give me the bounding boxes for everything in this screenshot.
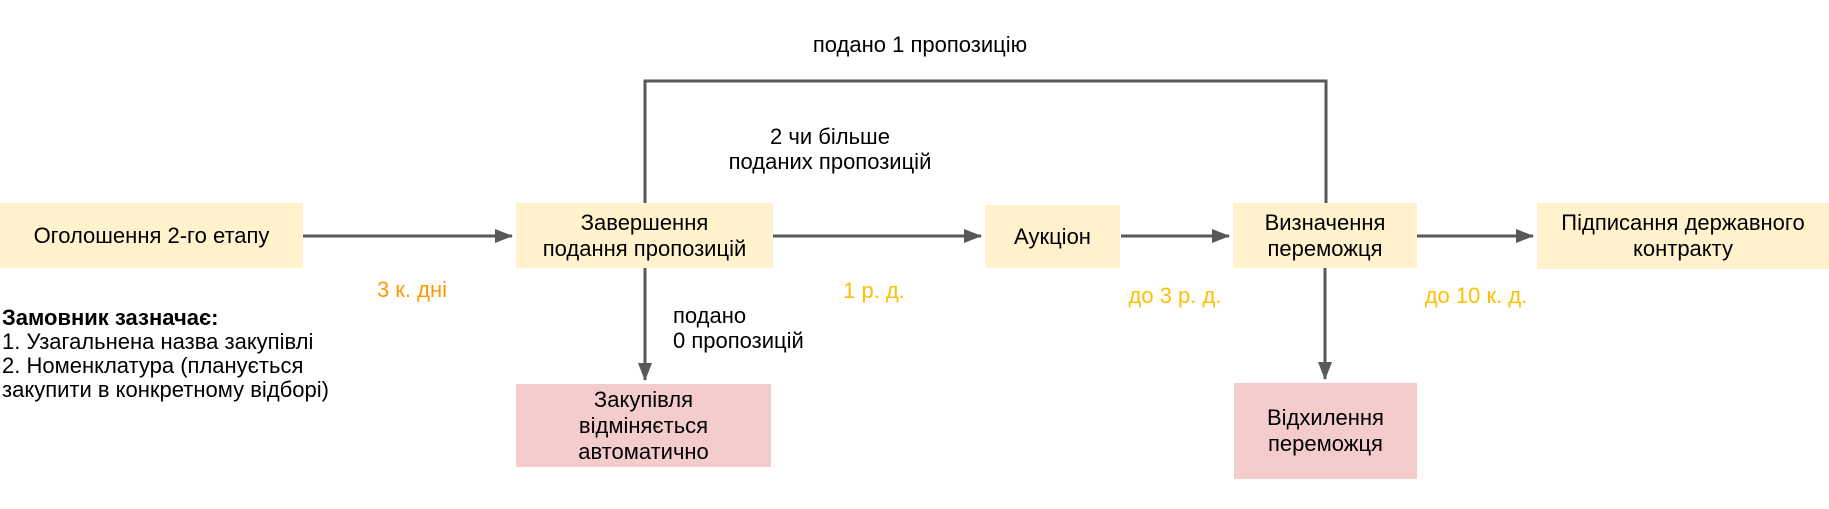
node-stage2-announcement: Оголошення 2-го етапу [0, 203, 303, 268]
node-label: Завершення подання пропозицій [542, 209, 747, 261]
node-submission-deadline: Завершення подання пропозицій [516, 203, 773, 268]
duration-label-up-to-3-working-days: до 3 р. д. [1128, 283, 1222, 308]
duration-label-1-working-day: 1 р. д. [843, 278, 905, 303]
node-auto-cancellation: Закупівля відміняється автоматично [516, 384, 771, 467]
node-winner-rejection: Відхилення переможця [1234, 383, 1417, 479]
node-label: Визначення переможця [1264, 209, 1386, 261]
node-label: Закупівля відміняється автоматично [578, 386, 709, 464]
node-label: Підписання державного контракту [1561, 210, 1805, 261]
edge-label-two-or-more-proposals: 2 чи більше поданих пропозицій [728, 124, 932, 174]
customer-note-line: 2. Номенклатура (планується [2, 353, 304, 378]
customer-note-line: 1. Узагальнена назва закупівлі [2, 329, 314, 354]
node-label: Аукціон [1014, 223, 1091, 249]
connector-one-proposal-bypass [643, 79, 1328, 203]
node-winner-determination: Визначення переможця [1233, 203, 1417, 268]
edge-label-zero-proposals: подано 0 пропозицій [673, 303, 804, 353]
node-contract-signing: Підписання державного контракту [1537, 203, 1829, 269]
duration-label-up-to-10-calendar-days: до 10 к. д. [1424, 283, 1528, 308]
node-auction: Аукціон [985, 205, 1120, 268]
duration-label-3-calendar-days: 3 к. дні [376, 277, 448, 302]
customer-note-line: закупити в конкретному відборі) [2, 377, 329, 402]
node-label: Відхилення переможця [1267, 405, 1384, 456]
edge-label-one-proposal: подано 1 пропозицію [812, 32, 1028, 57]
customer-note: Замовник зазначає: 1. Узагальнена назва … [2, 306, 329, 402]
node-label: Оголошення 2-го етапу [33, 222, 270, 248]
customer-note-heading: Замовник зазначає: [2, 305, 219, 330]
